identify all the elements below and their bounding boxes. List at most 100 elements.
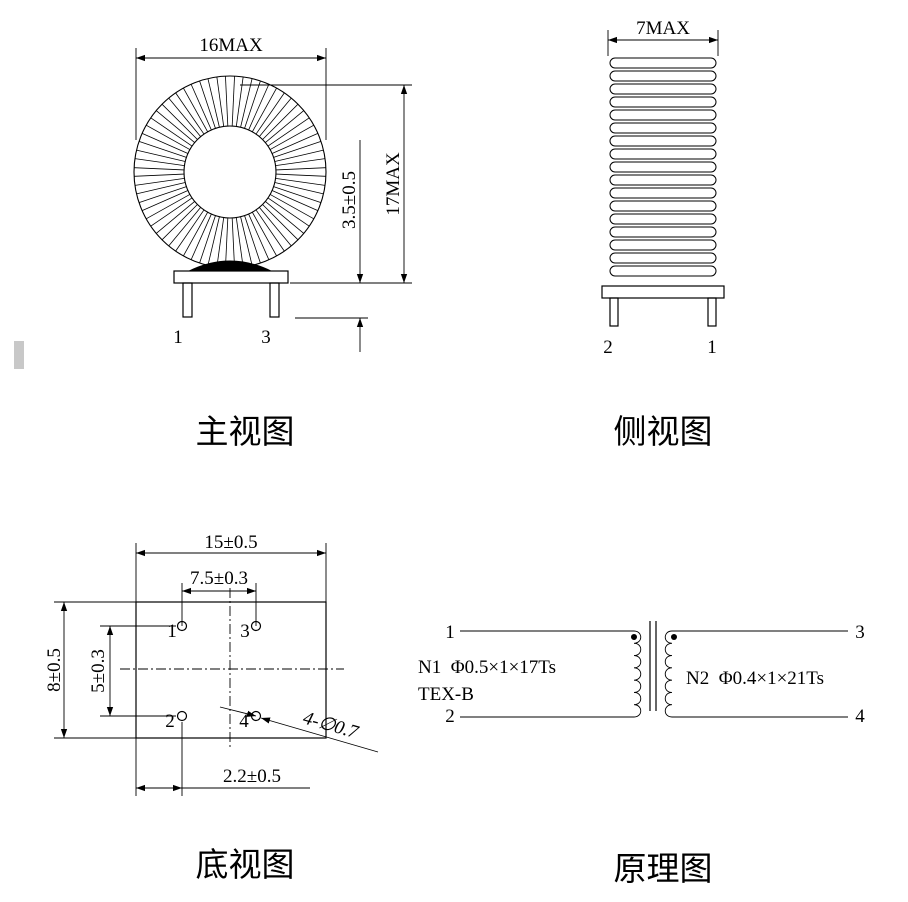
- toroid-turn: [240, 216, 253, 266]
- side-coil-turn: [609, 135, 717, 147]
- toroid-turn: [183, 212, 209, 257]
- schematic-primary-coil: [633, 630, 642, 718]
- toroid-turn: [235, 217, 244, 268]
- toroid-turn: [207, 216, 220, 266]
- side-pin-label-1: 1: [707, 337, 717, 358]
- toroid-turn: [274, 182, 324, 195]
- toroid-turn: [251, 212, 277, 257]
- toroid-turn: [267, 197, 310, 227]
- side-coil-turn: [609, 265, 717, 277]
- toroid-turn: [136, 149, 186, 162]
- side-coil-turn: [609, 226, 717, 238]
- toroid-turn: [231, 76, 235, 127]
- toroid-inner: [183, 125, 277, 219]
- front-height-label: 17MAX: [383, 152, 404, 216]
- schematic-pin-label-4: 4: [855, 706, 865, 727]
- toroid-turn: [255, 92, 285, 135]
- toroid-turn: [150, 117, 193, 147]
- toroid-turn: [265, 110, 305, 143]
- toroid-turn: [161, 103, 198, 140]
- toroid-turn: [248, 213, 270, 260]
- toroid-turn: [262, 204, 299, 241]
- schematic-dot-secondary: [671, 634, 677, 640]
- front-pin-length-label: 3.5±0.5: [339, 171, 360, 229]
- side-coil-turn: [609, 213, 717, 225]
- front-base: [173, 270, 289, 284]
- toroid-turn: [134, 173, 185, 177]
- schematic: 1 2 3 4 N1 Φ0.5×1×17Ts TEX-B N2 Φ0.4×1×2…: [418, 621, 865, 888]
- toroid-turn: [269, 124, 315, 150]
- toroid-turn: [199, 80, 216, 129]
- toroid-turn: [138, 186, 187, 203]
- side-coil-turn: [609, 122, 717, 134]
- side-coil-turn: [609, 83, 717, 95]
- side-pin-label-2: 2: [603, 337, 613, 358]
- side-coil-stack: [609, 57, 717, 277]
- toroid-turn: [225, 76, 229, 127]
- bottom-offset-label: 2.2±0.5: [223, 766, 281, 787]
- toroid-turn: [155, 110, 195, 143]
- bottom-pitch-label: 7.5±0.3: [190, 568, 248, 589]
- toroid-turn: [207, 78, 220, 128]
- toroid-turn: [168, 207, 201, 247]
- toroid-turn: [231, 217, 235, 268]
- side-coil-turn: [609, 109, 717, 121]
- toroid-turn: [190, 213, 212, 260]
- toroid-winding: [133, 75, 327, 269]
- toroid-turn: [259, 97, 292, 137]
- bottom-row-pitch-label: 5±0.3: [88, 649, 109, 693]
- bottom-width-label: 15±0.5: [204, 532, 257, 553]
- toroid-turn: [199, 215, 216, 264]
- bottom-hole-leader: [260, 717, 379, 753]
- toroid-turn: [161, 204, 198, 241]
- side-coil-turn: [609, 200, 717, 212]
- toroid-turn: [216, 217, 225, 268]
- schematic-pin-label-3: 3: [855, 622, 865, 643]
- front-view: 16MAX 17MAX 3.5±0.5 1 3 主视图: [133, 35, 412, 451]
- toroid-turn: [240, 78, 253, 128]
- toroid-turn: [273, 141, 322, 158]
- front-pin-label-1: 1: [173, 327, 183, 348]
- front-pin-1: [182, 282, 193, 318]
- front-width-label: 16MAX: [199, 35, 263, 56]
- side-pin-2: [609, 297, 619, 327]
- side-view: 7MAX 2 1 侧视图: [601, 18, 725, 451]
- toroid-turn: [134, 178, 185, 186]
- toroid-turn: [269, 194, 315, 220]
- toroid-turn: [145, 194, 191, 220]
- toroid-turn: [262, 103, 299, 140]
- side-width-label: 7MAX: [636, 18, 690, 39]
- toroid-turn: [271, 132, 319, 154]
- side-coil-turn: [609, 252, 717, 264]
- toroid-turn: [244, 80, 261, 129]
- toroid-turn: [175, 209, 205, 252]
- side-coil-turn: [609, 96, 717, 108]
- side-coil-turn: [609, 161, 717, 173]
- toroid-turn: [275, 178, 326, 186]
- toroid-turn: [138, 141, 187, 158]
- toroid-turn: [251, 87, 277, 132]
- toroid-turn: [175, 92, 205, 135]
- toroid-turn: [275, 173, 326, 177]
- toroid-turn: [271, 190, 319, 212]
- toroid-turn: [136, 182, 186, 195]
- bottom-outline: [135, 601, 327, 739]
- side-coil-turn: [609, 70, 717, 82]
- toroid-turn: [255, 209, 285, 252]
- toroid-turn: [244, 215, 261, 264]
- toroid-turn: [275, 158, 326, 166]
- bottom-pin-label-2: 2: [165, 711, 175, 732]
- side-coil-turn: [609, 148, 717, 160]
- bottom-pin-label-4: 4: [239, 711, 249, 732]
- toroid-turn: [273, 186, 322, 203]
- scrollbar-marker: [14, 341, 24, 369]
- front-pin-label-3: 3: [261, 327, 271, 348]
- schematic-winding-2: N2 Φ0.4×1×21Ts: [686, 668, 824, 689]
- side-coil-turn: [609, 174, 717, 186]
- toroid-turn: [274, 149, 324, 162]
- bottom-hole-1: [176, 620, 188, 632]
- bottom-pin-label-3: 3: [240, 621, 250, 642]
- side-view-caption: 侧视图: [614, 412, 713, 451]
- bottom-hole-4: [250, 710, 262, 722]
